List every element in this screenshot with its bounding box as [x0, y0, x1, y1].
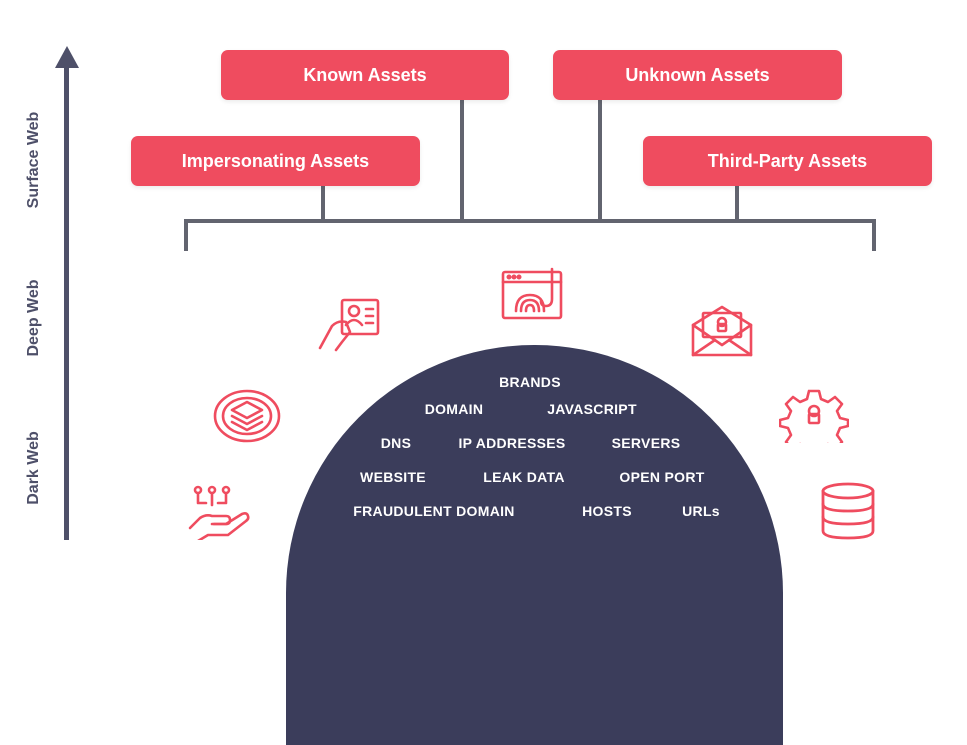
gear-lock-icon — [779, 387, 849, 443]
known-assets-box: Known Assets — [221, 50, 509, 100]
connector-unknown — [598, 100, 602, 221]
impersonating-assets-box: Impersonating Assets — [131, 136, 420, 186]
connector-horizontal-bar — [184, 219, 876, 223]
connector-impersonating — [321, 186, 325, 221]
axis-arrow-head — [55, 46, 79, 68]
dome-label-website: WEBSITE — [360, 469, 426, 485]
email-lock-icon — [689, 303, 755, 359]
attack-surface-dome — [286, 345, 783, 745]
dome-label-dns: DNS — [380, 435, 412, 451]
hand-network-icon — [188, 484, 250, 540]
dome-label-servers: SERVERS — [611, 435, 681, 451]
dome-label-ip-addresses: IP ADDRESSES — [458, 435, 566, 451]
layers-stack-icon — [212, 388, 282, 444]
id-card-hand-icon — [316, 296, 386, 354]
dome-label-hosts: HOSTS — [582, 503, 632, 519]
dome-label-fraudulent-domain: FRAUDULENT DOMAIN — [353, 503, 515, 519]
connector-third-party — [735, 186, 739, 221]
connector-right-drop — [872, 219, 876, 251]
third-party-assets-box: Third-Party Assets — [643, 136, 932, 186]
database-icon — [818, 482, 878, 540]
unknown-assets-box: Unknown Assets — [553, 50, 842, 100]
dome-label-brands: BRANDS — [499, 374, 561, 390]
connector-known — [460, 100, 464, 221]
dome-label-urls: URLs — [682, 503, 720, 519]
dome-label-javascript: JAVASCRIPT — [547, 401, 637, 417]
dome-label-domain: DOMAIN — [424, 401, 484, 417]
vertical-axis — [64, 62, 69, 540]
fingerprint-phishing-icon — [500, 267, 566, 325]
dome-label-open-port: OPEN PORT — [619, 469, 705, 485]
dome-label-leak-data: LEAK DATA — [483, 469, 565, 485]
connector-left-drop — [184, 219, 188, 251]
